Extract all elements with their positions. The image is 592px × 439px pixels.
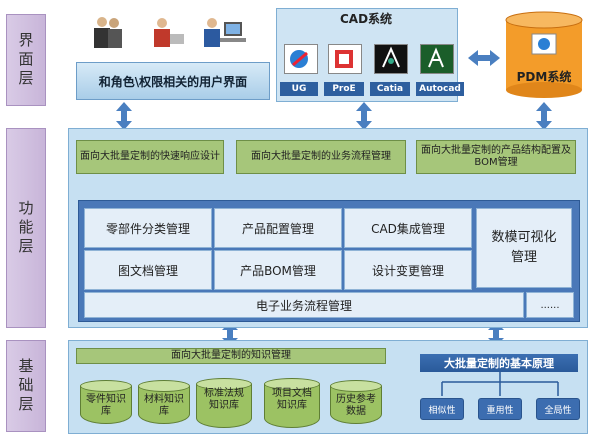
layer-label-interface: 界面层	[6, 14, 46, 106]
principle-reusability[interactable]: 重用性	[478, 398, 522, 420]
db-parts-knowledge[interactable]: 零件知识库	[80, 380, 132, 424]
fast-response-design-box[interactable]: 面向大批量定制的快速响应设计	[76, 140, 224, 174]
pdm-system[interactable]: PDM系统	[504, 10, 584, 100]
pdm-label: PDM系统	[516, 70, 572, 84]
cad-tool-catia[interactable]: Catia	[370, 82, 410, 96]
principle-globality[interactable]: 全局性	[536, 398, 580, 420]
layer-label-function: 功能层	[6, 128, 46, 328]
layer-label-base: 基础层	[6, 340, 46, 432]
basic-principle-bar[interactable]: 大批量定制的基本原理	[420, 354, 578, 372]
knowledge-management-bar[interactable]: 面向大批量定制的知识管理	[76, 348, 386, 364]
cad-tool-autocad[interactable]: Autocad	[416, 82, 464, 96]
bom-config-box[interactable]: 面向大批量定制的产品结构配置及BOM管理	[416, 140, 576, 174]
db-material-knowledge[interactable]: 材料知识库	[138, 380, 190, 424]
catia-icon[interactable]	[374, 44, 408, 74]
module-design-change[interactable]: 设计变更管理	[344, 250, 472, 290]
user-interface-label: 和角色\权限相关的用户界面	[98, 74, 248, 89]
proe-icon[interactable]	[328, 44, 362, 74]
pdm-cylinder-icon	[505, 11, 583, 98]
module-product-bom[interactable]: 产品BOM管理	[214, 250, 342, 290]
principle-tree-lines	[441, 372, 559, 396]
module-e-workflow[interactable]: 电子业务流程管理	[84, 292, 524, 318]
cad-tool-ug[interactable]: UG	[280, 82, 318, 96]
module-parts-classification[interactable]: 零部件分类管理	[84, 208, 212, 248]
ug-icon[interactable]	[284, 44, 318, 74]
db-standards-knowledge[interactable]: 标准法规知识库	[196, 378, 252, 428]
user-figures	[84, 14, 264, 54]
cad-system-title: CAD系统	[339, 12, 393, 26]
user-interface-bar[interactable]: 和角色\权限相关的用户界面	[76, 62, 270, 100]
module-document[interactable]: 图文档管理	[84, 250, 212, 290]
module-more[interactable]: ......	[526, 292, 574, 318]
principle-similarity[interactable]: 相似性	[420, 398, 464, 420]
users-icon	[94, 17, 246, 48]
module-product-config[interactable]: 产品配置管理	[214, 208, 342, 248]
module-cad-integration[interactable]: CAD集成管理	[344, 208, 472, 248]
autocad-icon[interactable]	[420, 44, 454, 74]
module-visualization[interactable]: 数模可视化管理	[476, 208, 572, 288]
db-project-docs[interactable]: 项目文档知识库	[264, 378, 320, 428]
db-history-data[interactable]: 历史参考数据	[330, 380, 382, 424]
workflow-management-box[interactable]: 面向大批量定制的业务流程管理	[236, 140, 406, 174]
cad-tool-proe[interactable]: ProE	[324, 82, 364, 96]
